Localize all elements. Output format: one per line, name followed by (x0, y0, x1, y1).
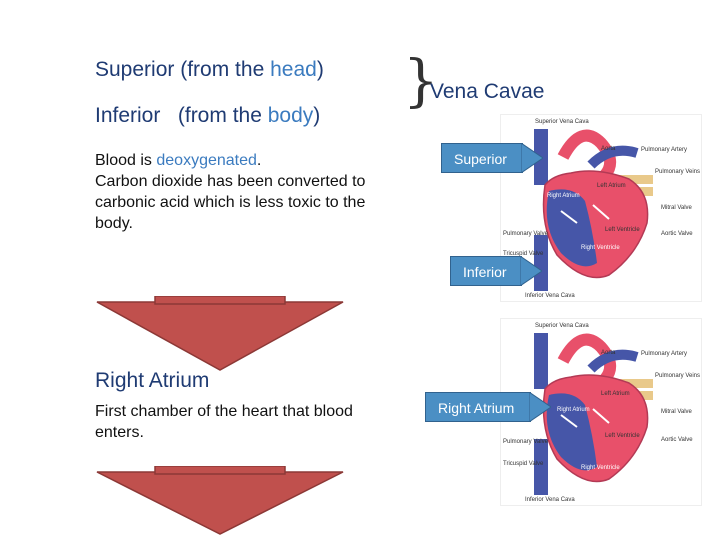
right-atrium-desc: First chamber of the heart that blood en… (95, 403, 353, 441)
label-mitral-valve-2: Mitral Valve (661, 409, 693, 415)
label-pulmonary-valve-1: Pulmonary Valve (503, 231, 549, 237)
superior-pre: (from the (174, 58, 271, 81)
label-pulmonary-valve-2: Pulmonary Valve (503, 439, 549, 445)
callout-inferior-label: Inferior (450, 256, 522, 286)
label-right-ventricle-2: Right Ventricle (581, 465, 620, 471)
label-left-ventricle-2: Left Ventricle (605, 433, 640, 439)
label-mitral-valve-1: Mitral Valve (661, 205, 693, 211)
label-tricuspid-valve-2: Tricuspid Valve (503, 461, 544, 467)
inferior-post: ) (313, 104, 321, 127)
label-left-atrium-2: Left Atrium (601, 391, 630, 397)
label-aortic-valve-1: Aortic Valve (661, 231, 693, 237)
superior-emph: head (270, 58, 317, 81)
heart-diagram-bottom: Superior Vena Cava Aorta Pulmonary Arter… (500, 318, 702, 506)
label-inferior-vena-cava-1: Inferior Vena Cava (525, 293, 575, 299)
label-right-ventricle-1: Right Ventricle (581, 245, 620, 251)
superior-post: ) (316, 58, 324, 81)
label-pulmonary-artery-1: Pulmonary Artery (641, 147, 687, 153)
down-arrow-icon-top (96, 296, 344, 371)
callout-pointer-icon-2 (520, 256, 542, 286)
inferior-emph: body (267, 104, 314, 127)
label-tricuspid-valve-1: Tricuspid Valve (503, 251, 544, 257)
superior-line: Superior (from the head) (95, 58, 324, 82)
label-inferior-vena-cava-2: Inferior Vena Cava (525, 497, 575, 503)
label-aorta-1: Aorta (601, 146, 616, 152)
label-pulmonary-artery-2: Pulmonary Artery (641, 351, 687, 357)
down-arrow-icon-bottom (96, 466, 344, 535)
right-atrium-title: Right Atrium (95, 369, 210, 392)
grouping-brace: } (403, 49, 439, 114)
inferior-line: Inferior (from the body) (95, 104, 320, 128)
blood-s1-pre: Blood is (95, 152, 157, 169)
label-pulmonary-veins-1: Pulmonary Veins (655, 169, 700, 175)
blood-s2: Carbon dioxide has been converted to car… (95, 173, 366, 232)
callout-pointer-icon-1 (521, 143, 543, 173)
label-pulmonary-veins-2: Pulmonary Veins (655, 373, 700, 379)
label-right-atrium-2: Right Atrium (557, 407, 590, 413)
label-aortic-valve-2: Aortic Valve (661, 437, 693, 443)
callout-superior-label: Superior (441, 143, 523, 173)
vena-cavae-label: Vena Cavae (430, 80, 545, 103)
callout-inferior: Inferior (450, 256, 542, 286)
callout-pointer-icon-3 (529, 392, 551, 422)
callout-right-atrium-label: Right Atrium (425, 392, 531, 422)
label-superior-vena-cava-2: Superior Vena Cava (535, 323, 589, 329)
label-left-atrium-1: Left Atrium (597, 183, 626, 189)
inferior-pre: (from the (160, 104, 268, 127)
inferior-word: Inferior (95, 104, 161, 127)
label-aorta-2: Aorta (601, 350, 616, 356)
deoxygenated-term: deoxygenated (156, 152, 257, 169)
label-left-ventricle-1: Left Ventricle (605, 227, 640, 233)
blood-paragraph: Blood is deoxygenated. Carbon dioxide ha… (95, 150, 395, 234)
superior-word: Superior (95, 58, 175, 81)
blood-s1-post: . (256, 152, 262, 169)
label-right-atrium-1: Right Atrium (547, 193, 580, 199)
label-superior-vena-cava-1: Superior Vena Cava (535, 119, 589, 125)
callout-right-atrium: Right Atrium (425, 392, 551, 422)
callout-superior: Superior (441, 143, 543, 173)
